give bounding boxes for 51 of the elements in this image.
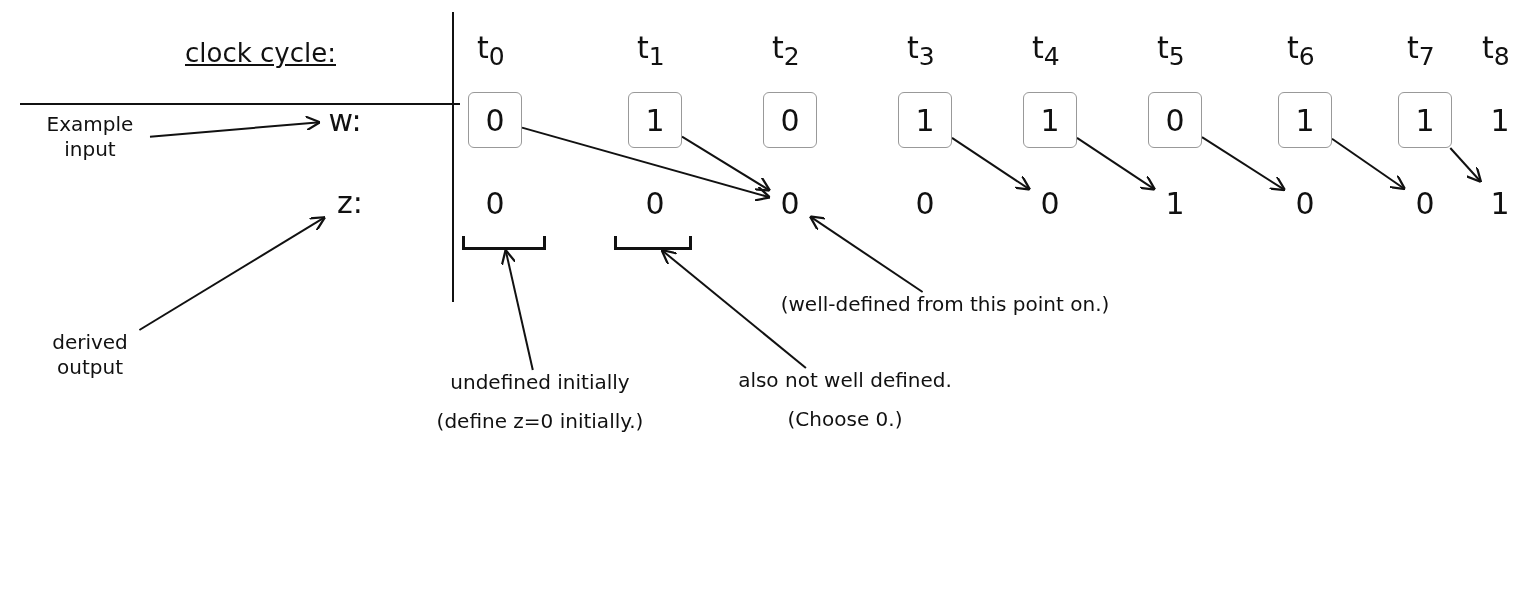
arrow <box>660 248 807 369</box>
clock-cycle-label: t$_{0}$ <box>477 30 505 71</box>
value-cell: 0 <box>1148 92 1202 148</box>
arrow <box>951 136 1032 191</box>
output-value: 0 <box>1030 182 1070 224</box>
input-value: 1 <box>1473 92 1527 148</box>
arrow <box>1449 147 1483 184</box>
annotation: (well-defined from this point on.) <box>780 292 1110 322</box>
note-text: (define z=0 initially.) <box>435 409 645 434</box>
row-label: z: <box>325 182 375 222</box>
row-label: w: <box>320 100 370 140</box>
arrow <box>808 215 924 293</box>
arrow <box>1201 136 1287 192</box>
output-value: 0 <box>1285 182 1325 224</box>
value-cell: 0 <box>468 92 522 148</box>
output-value: 0 <box>905 182 945 224</box>
value-cell: 1 <box>628 92 682 148</box>
value-cell: 1 <box>1398 92 1452 148</box>
value-cell: 1 <box>1023 92 1077 148</box>
clock-cycle-label: t$_{3}$ <box>907 30 935 71</box>
bracket-mark <box>614 236 692 250</box>
clock-cycle-label: t$_{6}$ <box>1287 30 1315 71</box>
arrow <box>1331 137 1407 191</box>
clock-cycle-label: t$_{4}$ <box>1032 30 1060 71</box>
output-value: 0 <box>635 182 675 224</box>
arrow <box>521 126 772 202</box>
output-value: 0 <box>475 182 515 224</box>
output-value: 0 <box>1405 182 1445 224</box>
value-cell: 1 <box>898 92 952 148</box>
row-label: clock cycle: <box>185 38 336 68</box>
arrow <box>1076 136 1157 191</box>
output-value: 1 <box>1155 182 1195 224</box>
clock-cycle-label: t$_{8}$ <box>1482 30 1510 71</box>
bracket-mark <box>462 236 546 250</box>
annotation: Example input <box>30 112 150 172</box>
value-cell: 0 <box>763 92 817 148</box>
output-value: 1 <box>1480 182 1520 224</box>
arrow <box>149 115 322 138</box>
annotation: derived output <box>35 330 145 390</box>
clock-cycle-label: t$_{7}$ <box>1407 30 1435 71</box>
clock-cycle-label: t$_{1}$ <box>637 30 665 71</box>
clock-cycle-label: t$_{5}$ <box>1157 30 1185 71</box>
arrow <box>681 135 772 192</box>
arrow <box>138 216 327 331</box>
annotation: also not well defined. <box>737 368 953 393</box>
annotation: undefined initially <box>449 370 631 395</box>
arrow <box>500 248 534 371</box>
value-cell: 1 <box>1278 92 1332 148</box>
output-value: 0 <box>770 182 810 224</box>
note-text: (Choose 0.) <box>786 407 904 432</box>
clock-cycle-label: t$_{2}$ <box>772 30 800 71</box>
